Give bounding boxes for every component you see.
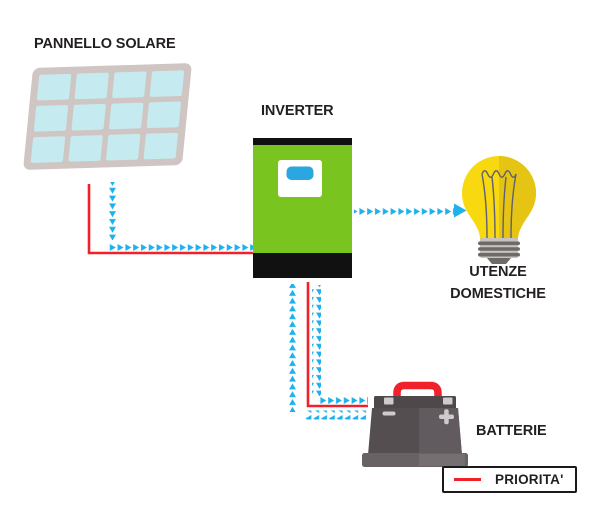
battery-terminal-left xyxy=(384,397,394,405)
flow-battery-to-inverter-arrows xyxy=(289,284,368,420)
solar-panel-label: PANNELLO SOLARE xyxy=(34,36,176,52)
priority-line-panel-to-inverter xyxy=(87,184,254,255)
solar-panel-icon xyxy=(23,63,192,170)
loads-label-line1: UTENZE xyxy=(469,264,527,280)
bulb-filament xyxy=(481,170,517,239)
legend-priority-line-icon xyxy=(454,478,481,481)
flow-inverter-to-battery-arrows xyxy=(312,285,368,406)
loads-label-line2: DOMESTICHE xyxy=(450,286,546,302)
inverter-icon xyxy=(253,138,352,278)
legend-label: PRIORITA' xyxy=(495,472,564,487)
battery-terminal-right xyxy=(443,397,453,405)
battery-minus-sign xyxy=(382,411,396,416)
battery-handle xyxy=(393,381,442,404)
loads-label: UTENZE DOMESTICHE xyxy=(429,261,567,305)
inverter-label: INVERTER xyxy=(261,103,334,119)
battery-label: BATTERIE xyxy=(476,423,547,439)
inverter-display-screen xyxy=(286,166,314,180)
flow-inverter-to-loads-arrows xyxy=(354,203,467,218)
battery-plus-sign xyxy=(439,409,454,425)
arrowhead xyxy=(454,203,467,218)
light-bulb-icon xyxy=(462,156,536,264)
battery-icon xyxy=(362,381,468,467)
priority-legend: PRIORITA' xyxy=(442,466,577,493)
flow-panel-to-inverter-arrows xyxy=(108,182,254,251)
